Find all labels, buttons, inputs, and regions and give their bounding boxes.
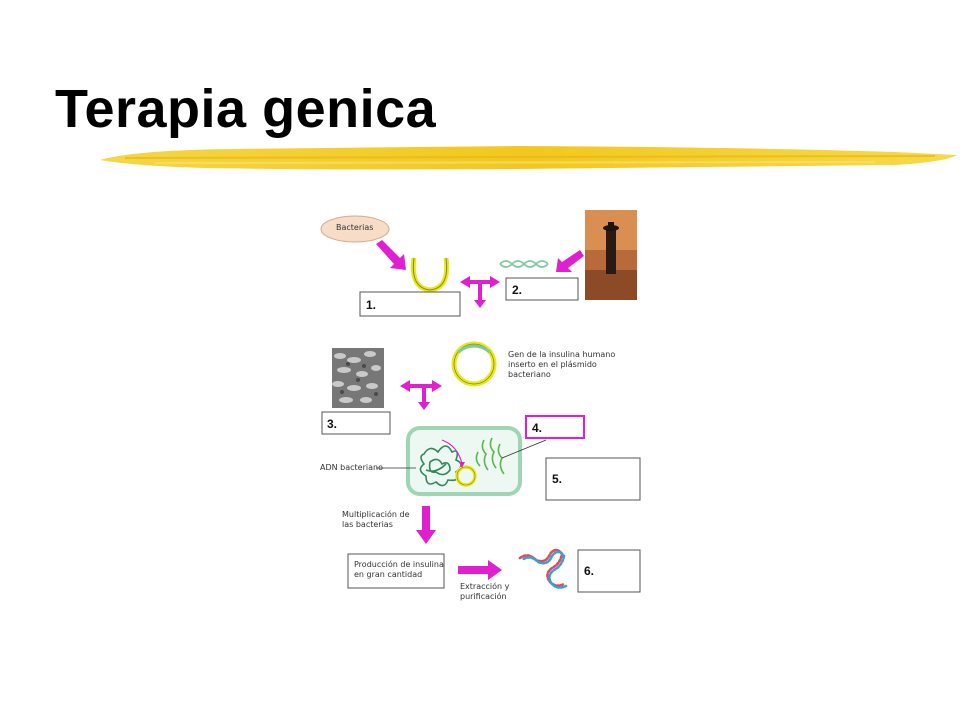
box-1: [359, 291, 461, 317]
human-photo: [585, 210, 637, 300]
bacterias-ellipse: [320, 215, 390, 243]
box-4: [525, 415, 585, 439]
box-4-label: 4.: [532, 421, 543, 435]
slide-title: Terapia genica: [55, 79, 437, 139]
box-6: [577, 549, 641, 593]
recombinant-plasmid: [451, 341, 497, 387]
production-caption-line-2: en gran cantidad: [354, 570, 423, 579]
extraction-caption: Extracción y purificación: [460, 582, 509, 602]
adn-bacteriano-label: ADN bacteriano: [320, 463, 383, 472]
arrow-extraction: [458, 560, 502, 580]
multiplication-caption-line-2: las bacterias: [342, 520, 393, 529]
diagram-graphics: [320, 210, 641, 593]
multiplication-caption: Multiplicación de las bacterias: [342, 510, 410, 530]
insulin-gene-helix: [499, 260, 549, 268]
title-highlighter-underline: [100, 146, 957, 170]
gene-caption: Gen de la insulina humano inserto en el …: [508, 350, 615, 380]
extraction-caption-line-2: purificación: [460, 592, 507, 601]
box-6-label: 6.: [584, 564, 595, 578]
arrow-human-to-gene: [556, 250, 584, 272]
extraction-caption-line-1: Extracción y: [460, 582, 510, 591]
insulin-molecule: [518, 548, 568, 589]
box-5: [545, 457, 641, 501]
bacterias-label: Bacterias: [336, 223, 374, 232]
box-2-label: 2.: [512, 283, 523, 297]
gene-caption-line-1: Gen de la insulina humano: [508, 350, 616, 359]
multiplication-caption-line-1: Multiplicación de: [342, 510, 410, 519]
production-box: [347, 553, 445, 589]
box-3: [321, 411, 391, 435]
insulin-recombinant-diagram: Bacterias 1. 2. 3. 4. 5. 6. Gen de la in…: [318, 200, 648, 610]
arrow-bacterias-to-plasmid: [376, 240, 406, 270]
production-caption: Producción de insulina en gran cantidad: [354, 560, 444, 580]
bacterium-cell: [376, 426, 547, 496]
arrow-combine-1: [460, 276, 500, 308]
arrow-multiplication: [416, 506, 436, 544]
box-2: [505, 277, 579, 301]
box-3-label: 3.: [327, 417, 338, 431]
box-1-label: 1.: [366, 298, 377, 312]
production-caption-line-1: Producción de insulina: [354, 560, 444, 569]
arrow-combine-2: [400, 380, 442, 410]
gene-caption-line-2: inserto en el plásmido: [508, 360, 597, 369]
box-5-label: 5.: [552, 472, 563, 486]
gene-caption-line-3: bacteriano: [508, 370, 551, 379]
bacteria-micrograph: [332, 348, 384, 408]
